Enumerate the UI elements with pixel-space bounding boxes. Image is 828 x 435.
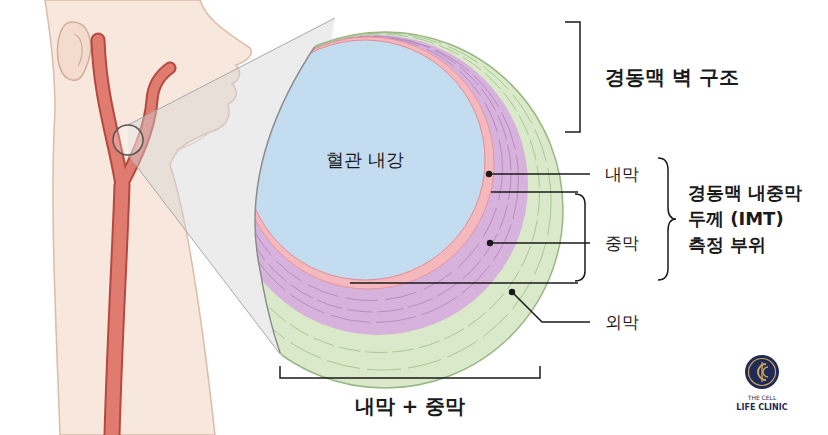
section-edge [255, 18, 335, 405]
layer-label: 외막 [605, 312, 639, 332]
boundary-line [350, 282, 578, 284]
layer-label: 중막 [605, 233, 639, 253]
media-fiber [233, 37, 519, 323]
leader-line [489, 173, 590, 175]
leader-dot [509, 289, 515, 295]
logo-disc [745, 355, 779, 389]
logo-mark [761, 362, 762, 382]
carotid-artery [98, 40, 170, 435]
intima-layer [242, 37, 494, 289]
bracket [565, 22, 580, 132]
artery-edge [98, 40, 122, 185]
adventitia-layer [207, 32, 563, 388]
node-text: 혈관 내강 [326, 148, 404, 172]
logo-ring [749, 359, 776, 386]
measurement-label: 경동맥 내중막 두께 (IMT) 측정 부위 [688, 180, 812, 258]
logo-text: THE CELL [748, 394, 777, 401]
logo-emblem [745, 355, 779, 389]
leader-line [512, 292, 590, 322]
bracket [575, 194, 585, 281]
adventitia-fiber [214, 33, 551, 370]
artery-edge [112, 185, 122, 435]
lumen-area [245, 40, 485, 280]
media-fiber [239, 37, 503, 301]
heading: 경동맥 벽 구조 [605, 65, 739, 89]
zoom-circle [113, 125, 143, 155]
leader-line [490, 242, 590, 244]
lumen-region: 혈관 내강 [270, 70, 460, 250]
leader-dot [487, 240, 493, 246]
logo-text: LIFE CLINIC [736, 403, 787, 413]
vessel-cross-section [207, 32, 563, 388]
bracket [280, 366, 540, 378]
adventitia-edge [207, 32, 563, 388]
leader-dot [486, 171, 492, 177]
ear [58, 22, 91, 80]
boundary-line [491, 191, 578, 193]
artery-body [112, 185, 122, 435]
logo-mark [763, 367, 768, 377]
ear-fold [74, 34, 82, 66]
artery-body [98, 40, 122, 185]
adventitia-fiber [221, 34, 539, 352]
media-fiber [235, 36, 511, 312]
media-layer [228, 35, 528, 335]
bracket-label: 내막 + 중막 [355, 394, 466, 418]
layer-label: 내막 [605, 164, 639, 184]
curly-brace [658, 158, 676, 280]
